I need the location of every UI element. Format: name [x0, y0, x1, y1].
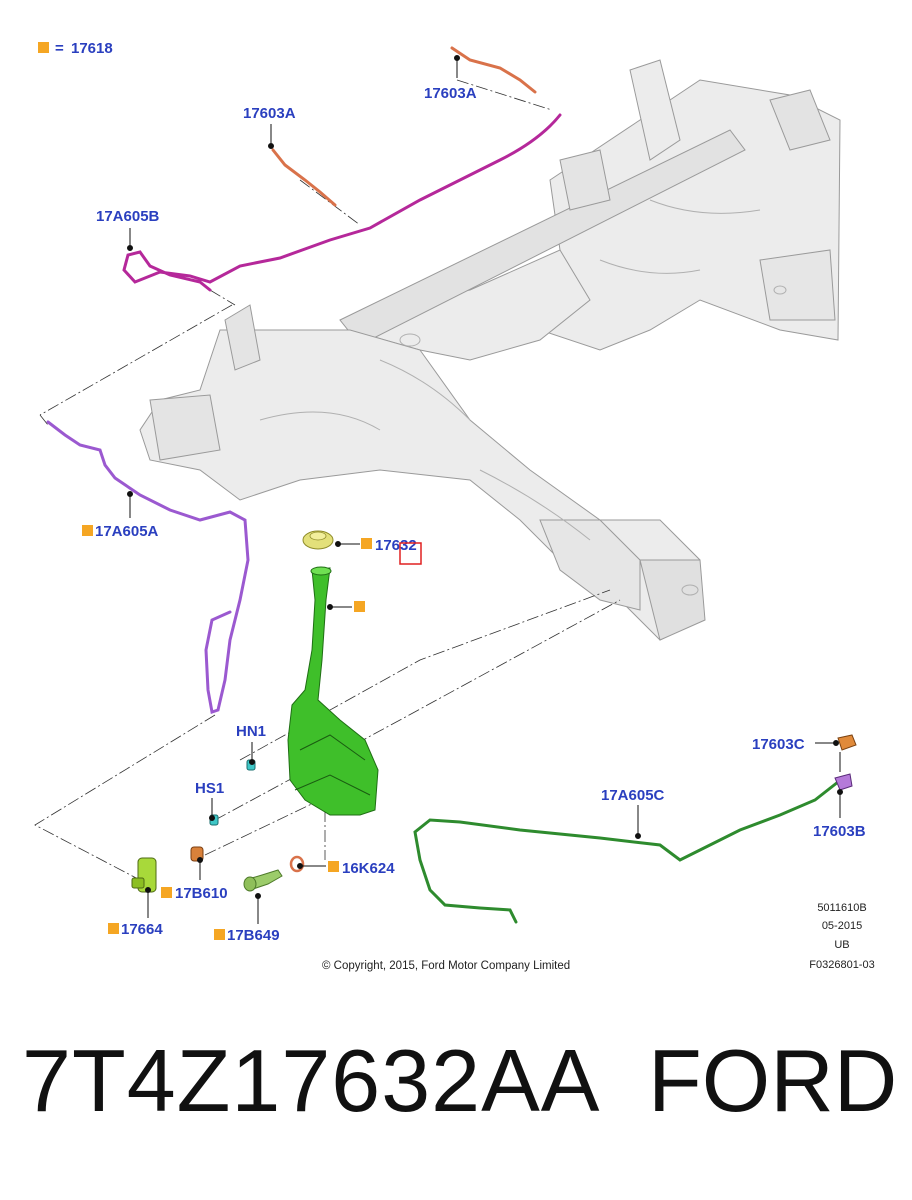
highlight-box [399, 542, 422, 565]
connector-17603B [834, 773, 853, 791]
label-17603C: 17603C [752, 736, 805, 753]
level-sensor-17B649 [243, 869, 283, 892]
label-17603A-left: 17603A [243, 105, 296, 122]
wire-17603A-left [271, 148, 337, 207]
footer: 7T4Z17632AA FORD [0, 1030, 912, 1180]
callout-leaders [127, 55, 843, 924]
washer-pump [131, 857, 157, 893]
part-number: 7T4Z17632AA [22, 1031, 601, 1130]
doc-info-line-2: 05-2015 [822, 920, 862, 932]
label-HS1: HS1 [195, 780, 224, 797]
reservoir-cap [302, 530, 334, 550]
legend-code: 17618 [71, 40, 113, 57]
hose-17A605A [46, 420, 250, 714]
label-17B649: 17B649 [227, 927, 280, 944]
hose-17A605B [122, 113, 562, 292]
leader-lines [34, 79, 621, 881]
label-17A605C: 17A605C [601, 787, 665, 804]
connector-17603C [837, 734, 857, 751]
label-17B610: 17B610 [175, 885, 228, 902]
brand-name: FORD [648, 1031, 898, 1130]
label-17A605B: 17A605B [96, 208, 160, 225]
label-16K624: 16K624 [342, 860, 395, 877]
label-17632: 17632 [375, 537, 417, 554]
legend-square-icon [38, 42, 49, 53]
doc-info-line-1: 5011610B [817, 902, 866, 914]
marker-reservoir-icon [354, 601, 365, 612]
marker-17A605A-icon [82, 525, 93, 536]
marker-17632-icon [361, 538, 372, 549]
label-17A605A: 17A605A [95, 523, 159, 540]
label-17603B: 17603B [813, 823, 866, 840]
label-HN1: HN1 [236, 723, 266, 740]
doc-info-line-3: UB [834, 939, 849, 951]
label-17664: 17664 [121, 921, 163, 938]
washer-reservoir [287, 566, 379, 816]
doc-info-line-4: F0326801-03 [809, 959, 874, 971]
hose-17A605C [413, 780, 840, 924]
body-structure [139, 59, 841, 641]
marker-17664-icon [108, 923, 119, 934]
marker-17B610-icon [161, 887, 172, 898]
seal-16K624 [289, 855, 305, 873]
marker-16K624-icon [328, 861, 339, 872]
parts-diagram: = 17618 17603A 17603A 17A605B 17A605A 17… [34, 40, 875, 972]
body-details [259, 199, 787, 596]
wire-17603A-top [450, 46, 537, 94]
legend-equals: = [55, 40, 64, 57]
copyright: © Copyright, 2015, Ford Motor Company Li… [322, 960, 570, 972]
label-17603A-top: 17603A [424, 85, 477, 102]
marker-17B649-icon [214, 929, 225, 940]
